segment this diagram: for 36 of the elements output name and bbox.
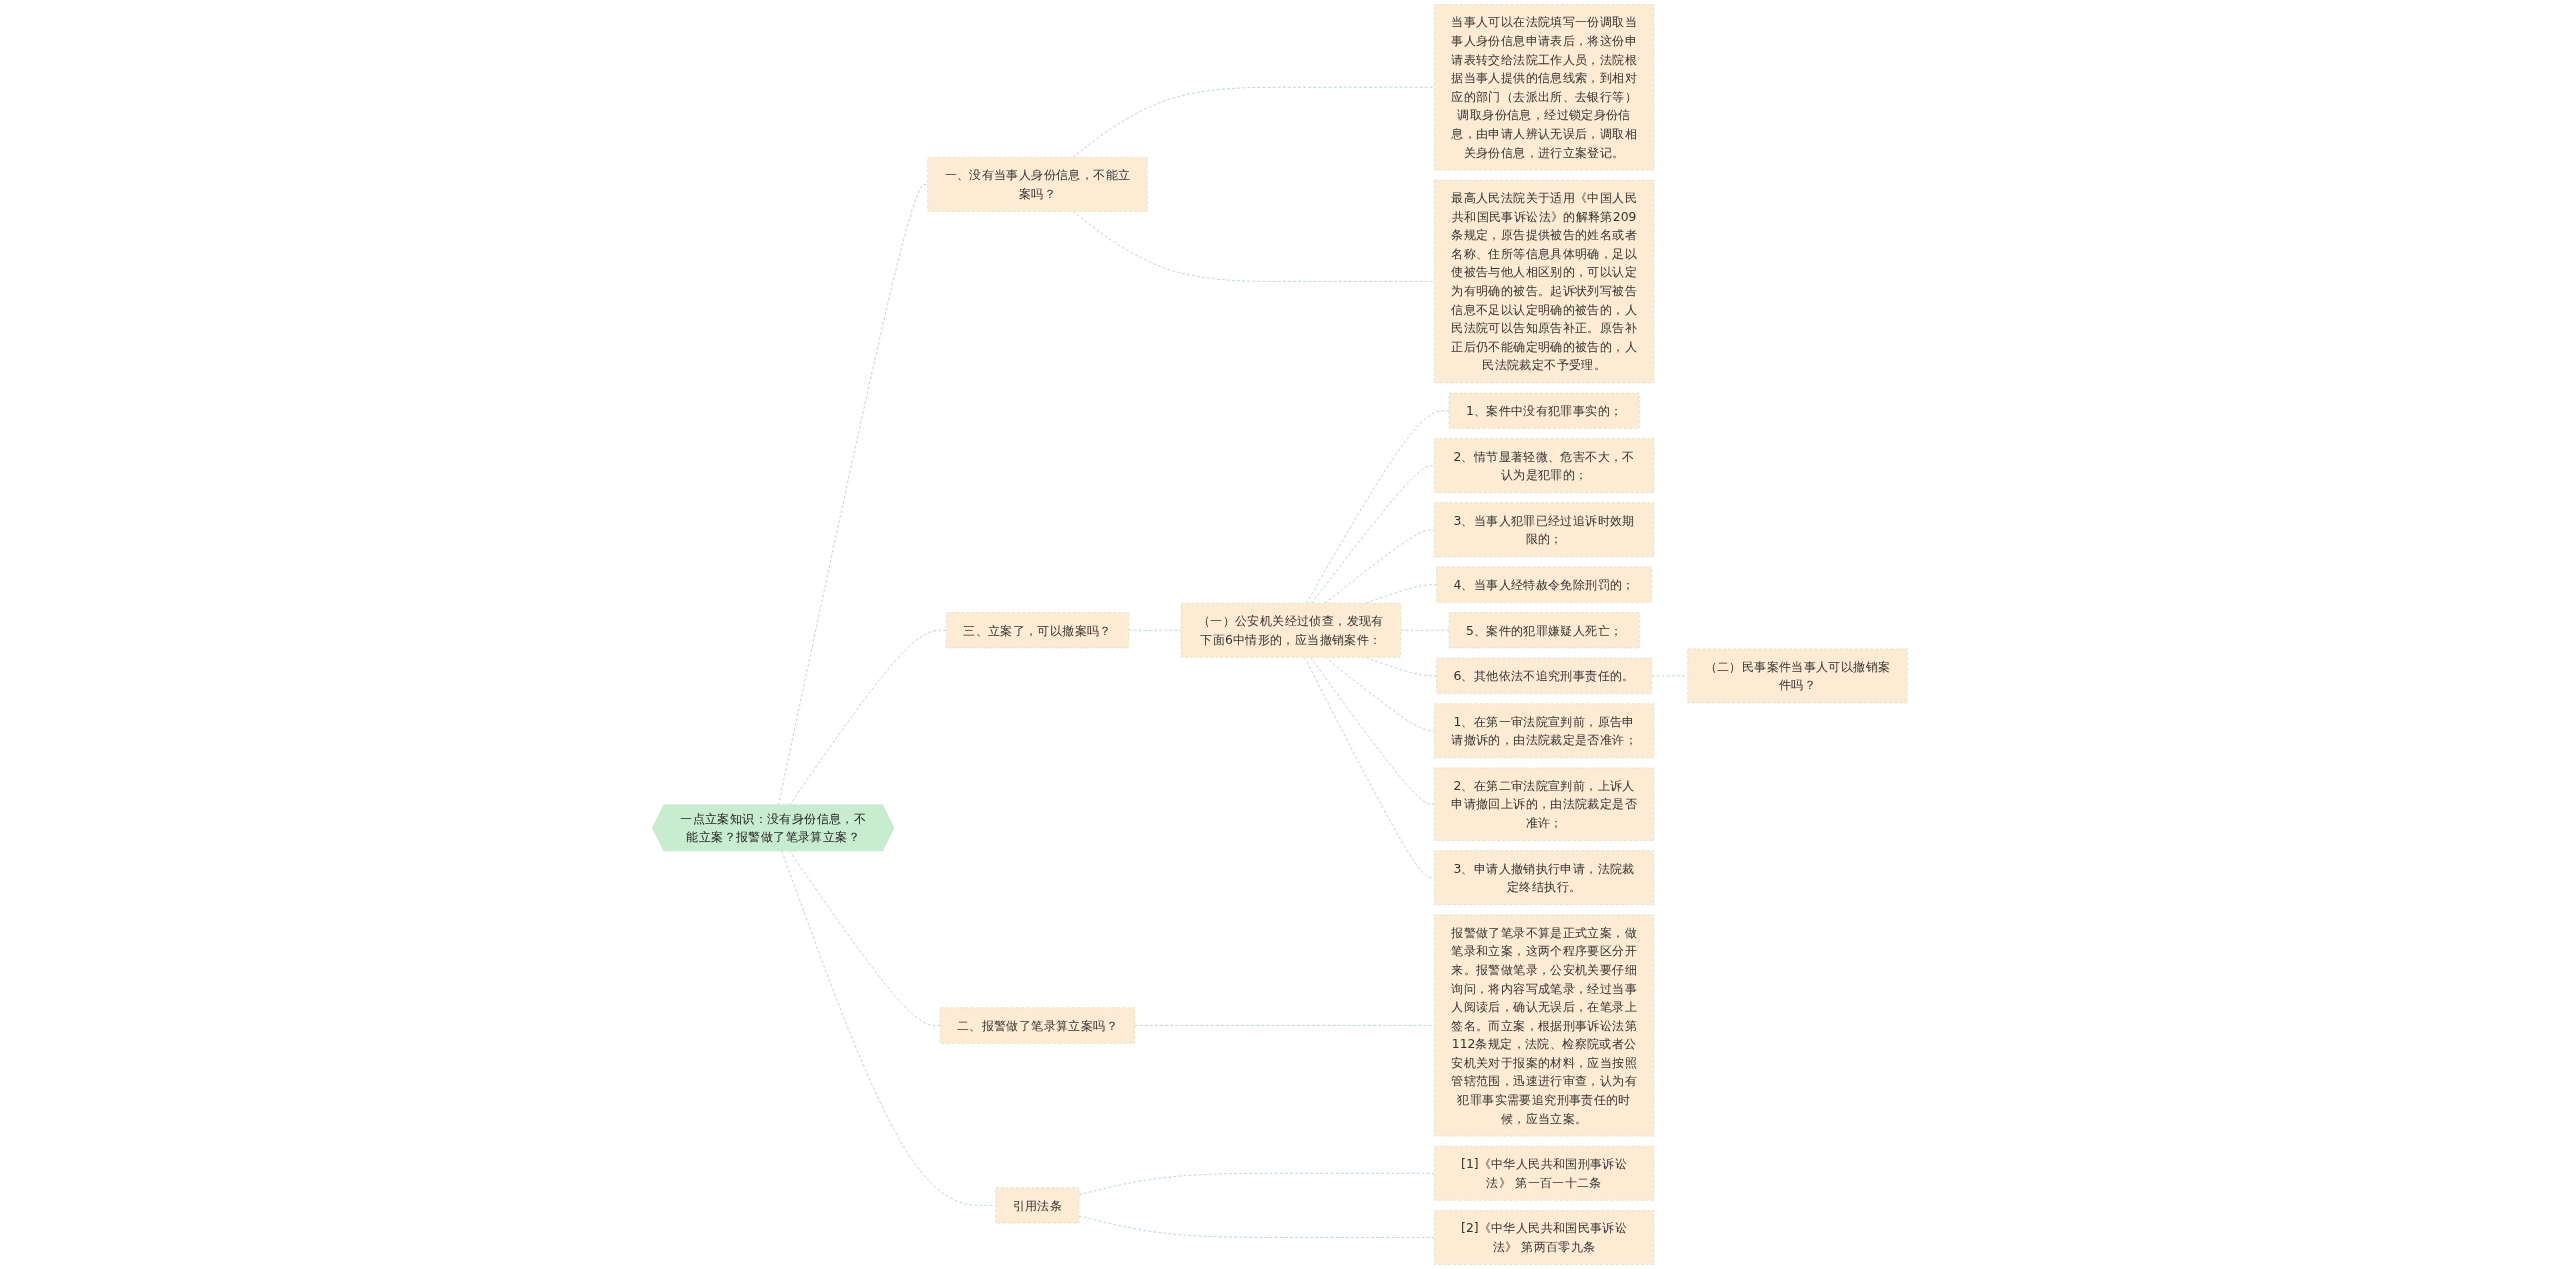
connector (778, 183, 929, 806)
node-box: 最高人民法院关于适用《中国人民共和国民事诉讼法》的解释第209条规定，原告提供被告的姓名或者名称、住所等信息具体明确，足以使被告与他人相区别的，可以认定为有明确的被告。起诉状列写被告信息不足以认定明确的被告的，人民法院可以告知原告补正。原告补正后仍不能确定明确的被告的，人民法院裁定不予受理。 (1434, 179, 1655, 384)
node-box: 一、没有当事人身份信息，不能立案吗？ (927, 157, 1148, 212)
connector (1310, 656, 1435, 805)
connector (1072, 86, 1435, 158)
node-box: 3、申请人撤销执行申请，法院裁定终结执行。 (1434, 850, 1655, 905)
node-box: [1]《中华人民共和国刑事诉讼法》 第一百一十二条 (1434, 1146, 1655, 1201)
node-box: 1、在第一审法院宣判前，原告申请撤诉的，由法院裁定是否准许； (1434, 703, 1655, 759)
node-box: [2]《中华人民共和国民事诉讼法》 第两百零九条 (1434, 1210, 1655, 1265)
connector (1072, 211, 1435, 282)
connector (1304, 656, 1435, 879)
node-box: 引用法条 (995, 1187, 1080, 1224)
node-box: 6、其他依法不追究刑事责任的。 (1436, 657, 1653, 694)
connector (1324, 656, 1435, 732)
connector (1311, 465, 1435, 604)
node-box: （二）民事案件当事人可以撤销案件吗？ (1687, 648, 1908, 704)
node-box: 2、在第二审法院宣判前，上诉人申请撤回上诉的，由法院裁定是否准许； (1434, 767, 1655, 841)
connector (1400, 629, 1450, 631)
connector (1128, 629, 1182, 631)
node-box: 3、当事人犯罪已经过追诉时效期限的； (1434, 502, 1655, 558)
connector (1365, 584, 1438, 604)
node-box: 1、案件中没有犯罪事实的； (1448, 392, 1640, 429)
connector (1324, 529, 1435, 604)
connector (1078, 1172, 1435, 1196)
node-box: 三、立案了，可以撤案吗？ (946, 612, 1130, 649)
node-box: （一）公安机关经过侦查，发现有下面6中情形的，应当撤销案件： (1180, 602, 1401, 658)
node-box: 二、报警做了笔录算立案吗？ (939, 1007, 1136, 1044)
connector (789, 629, 947, 806)
node-box: 4、当事人经特赦令免除刑罚的； (1436, 566, 1653, 603)
connector (1306, 410, 1450, 604)
node-box: 5、案件的犯罪嫌疑人死亡； (1448, 612, 1640, 649)
node-box: 报警做了笔录不算是正式立案，做笔录和立案，这两个程序要区分开来。报警做笔录，公安机关要仔细询问，将内容写成笔录，经过当事人阅读后，确认无误后，在笔录上签名。而立案，根据刑事诉讼法第112条规定，法院、检察院或者公安机关对于报案的材料，应当按照管辖范围，迅速进行审查，认为有犯罪事实需要追究刑事责任的时候，应当立案。 (1434, 914, 1655, 1137)
node-box: 当事人可以在法院填写一份调取当事人身份信息申请表后，将这份申请表转交给法院工作人员，法院根据当事人提供的信息线索，到相对应的部门（去派出所、去银行等）调取身份信息，经过锁定身份信息，由申请人辨认无误后，调取相关身份信息，进行立案登记。 (1434, 4, 1655, 171)
connector (1078, 1215, 1435, 1238)
node-box: 2、情节显著轻微、危害不大，不认为是犯罪的； (1434, 438, 1655, 493)
connector (1134, 1025, 1435, 1026)
